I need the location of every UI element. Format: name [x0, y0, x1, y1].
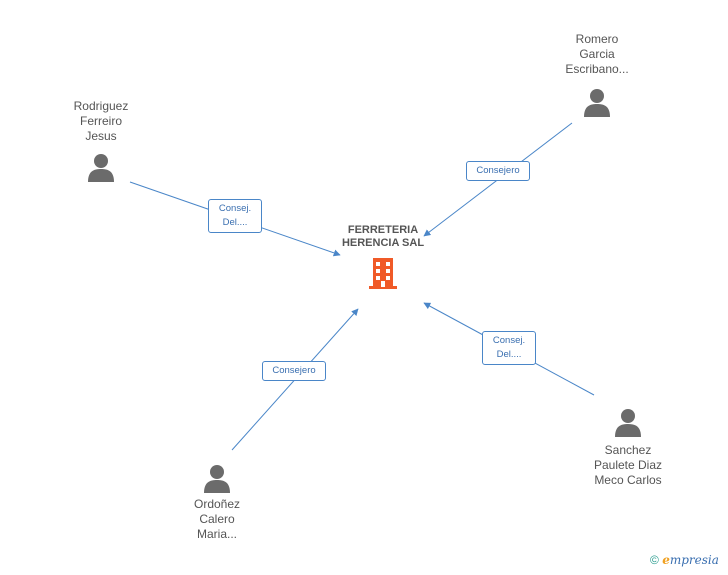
person-node-romero[interactable]: Romero Garcia Escribano...: [537, 32, 657, 117]
company-node[interactable]: FERRETERIA HERENCIA SAL: [320, 224, 446, 290]
person-name: Romero Garcia Escribano...: [565, 32, 629, 76]
company-name: FERRETERIA HERENCIA SAL: [341, 224, 425, 249]
person-icon: [615, 409, 641, 437]
edge-label-sanchez[interactable]: Consej. Del....: [482, 331, 536, 365]
empresia-logo: © empresia: [650, 553, 719, 567]
person-name: Sanchez Paulete Diaz Meco Carlos: [593, 443, 663, 487]
brand-wordmark: empresia: [662, 553, 719, 567]
edge-label-rodriguez[interactable]: Consej. Del....: [208, 199, 262, 233]
person-icon: [88, 154, 114, 182]
person-name: Ordoñez Calero Maria...: [193, 497, 241, 541]
copyright-symbol: ©: [650, 553, 659, 567]
person-name: Rodriguez Ferreiro Jesus: [73, 99, 129, 143]
person-node-rodriguez[interactable]: Rodriguez Ferreiro Jesus: [41, 99, 161, 182]
building-icon: [369, 258, 397, 289]
edge-label-romero[interactable]: Consejero: [466, 161, 530, 181]
edge-label-ordonez[interactable]: Consejero: [262, 361, 326, 381]
person-icon: [584, 89, 610, 117]
person-node-sanchez[interactable]: Sanchez Paulete Diaz Meco Carlos: [568, 407, 688, 488]
person-icon: [204, 465, 230, 493]
person-node-ordonez[interactable]: Ordoñez Calero Maria...: [157, 463, 277, 542]
